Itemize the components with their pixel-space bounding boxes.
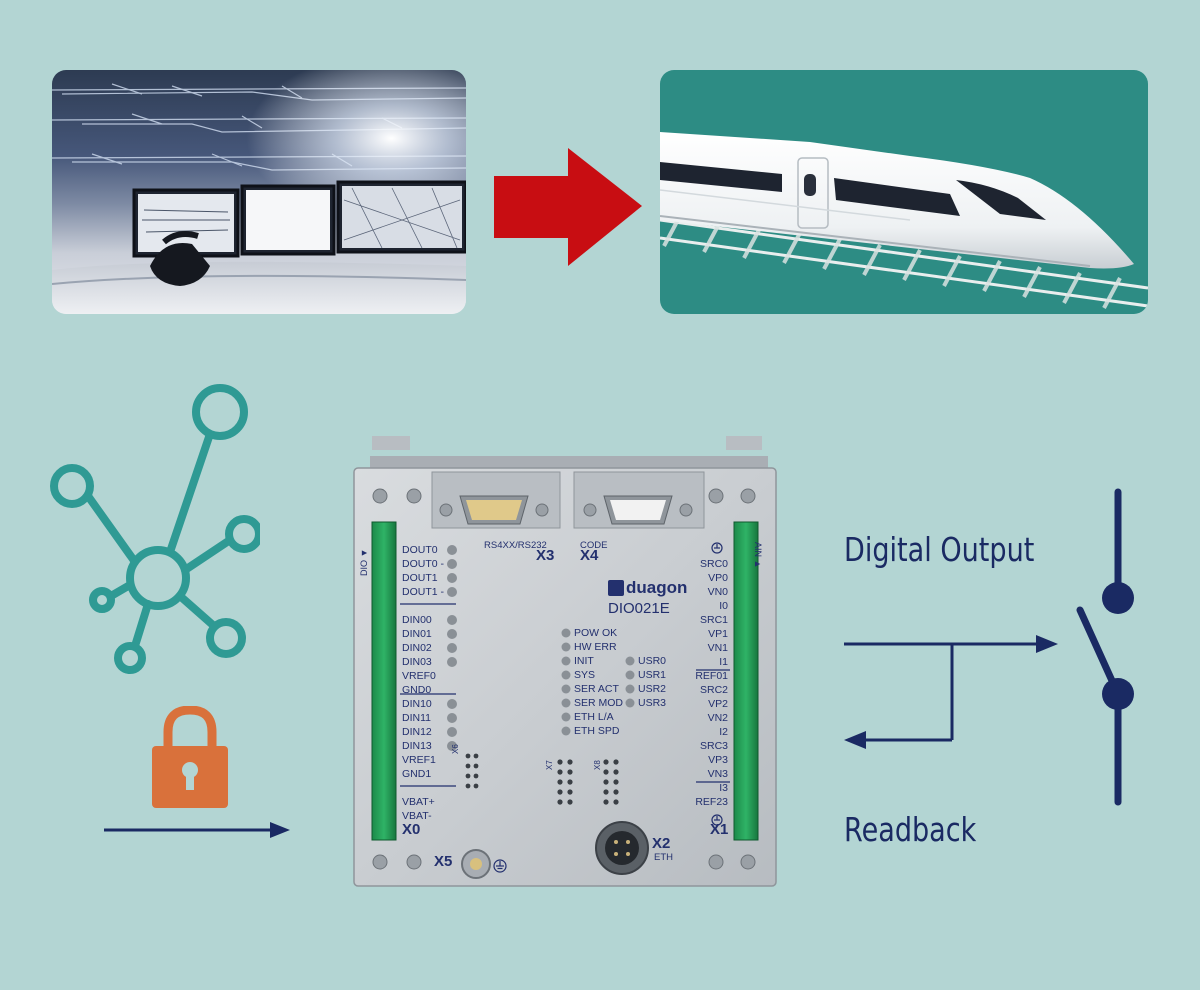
pin-label-i0: I0 [719,600,728,612]
led-label-eth-spd: ETH SPD [574,725,620,737]
dio021e-device: DOUT0 DOUT0 - DOUT1 DOUT1 - DIN00 DIN01 … [350,436,780,892]
pin-label-dout1: DOUT1 [402,572,438,584]
led-label-sys: SYS [574,669,596,681]
x6-label: X6 [451,744,460,754]
pin-label-din13: DIN13 [402,740,432,752]
pin-label-din03: DIN03 [402,656,432,668]
pin-label-src0: SRC0 [699,558,728,570]
led-label-hw-err: HW ERR [574,641,617,653]
x7-label: X7 [545,760,554,770]
pin-label-dout0: DOUT0 [402,544,438,556]
pin-label-din11: DIN11 [402,712,431,724]
input-arrow-icon [104,822,290,838]
pin-label-src2: SRC2 [699,684,728,696]
control-room-photo [52,70,466,314]
pin-label-vn2: VN2 [707,712,728,724]
pin-label-dout1-neg: DOUT1 - [402,586,444,598]
x0-label: X0 [402,821,421,838]
device-chassis [353,436,777,887]
pin-label-gnd1: GND1 [402,768,432,780]
ain-side-label: AIN ▲ [753,542,763,569]
pin-label-src1: SRC1 [699,614,728,626]
control-room-drawing [52,70,466,314]
pin-label-vn1: VN1 [707,642,728,654]
output-readback-arrows [844,635,1058,749]
digital-output-caption: Digital Output [844,530,1035,569]
pin-label-i1: I1 [719,656,728,668]
pin-label-vp1: VP1 [708,628,728,640]
readback-caption: Readback [844,810,977,849]
brand-logo: duagon [626,578,688,597]
led-label-usr3: USR3 [638,697,667,709]
x5-label: X5 [434,853,453,870]
pin-label-vbat-neg: VBAT- [402,810,432,822]
padlock-icon [152,706,228,808]
pin-label-din10: DIN10 [402,698,432,710]
pin-label-vp0: VP0 [708,572,728,584]
pin-label-vbat-pos: VBAT+ [402,796,435,808]
pin-label-gnd0: GND0 [402,684,432,696]
pin-label-i2: I2 [719,726,728,738]
model-label: DIO021E [608,600,670,617]
pin-label-din02: DIN02 [402,642,432,654]
pin-label-din12: DIN12 [402,726,432,738]
led-label-init: INIT [574,655,594,667]
x3-label: X3 [536,547,555,564]
train-photo [660,70,1148,314]
pin-label-ref01: REF01 [695,670,728,682]
pin-label-dout0-neg: DOUT0 - [402,558,444,570]
led-label-eth-la: ETH L/A [574,711,614,723]
x3-sub-label: RS4XX/RS232 [484,540,547,551]
pin-label-vref0: VREF0 [402,670,436,682]
x8-label: X8 [593,760,602,770]
dsub-x3 [439,495,549,525]
x4-label: X4 [580,547,599,564]
pin-label-vref1: VREF1 [402,754,436,766]
dio-side-label: DIO ▼ [359,548,369,576]
pin-label-src3: SRC3 [699,740,728,752]
pin-label-din01: DIN01 [402,628,432,640]
x2-sub-label: ETH [654,852,673,863]
led-label-pow-ok: POW OK [574,627,618,639]
pin-label-vp3: VP3 [708,754,728,766]
pin-label-vn3: VN3 [707,768,728,780]
pin-label-ref23: REF23 [695,796,728,808]
pin-label-i3: I3 [719,782,728,794]
switch-contact-icon [1076,488,1134,806]
led-label-usr1: USR1 [638,669,667,681]
x1-label: X1 [710,821,729,838]
train-drawing [660,132,1148,309]
x2-label: X2 [652,835,671,852]
led-label-usr0: USR0 [638,655,667,667]
network-hub-icon [50,384,260,674]
right-arrow-icon [494,148,642,266]
pin-label-vn0: VN0 [707,586,728,598]
x4-sub-label: CODE [580,540,608,551]
led-label-ser-act: SER ACT [574,683,619,695]
led-label-usr2: USR2 [638,683,667,695]
pin-label-vp2: VP2 [708,698,728,710]
led-label-ser-mod: SER MOD [574,697,624,709]
dsub-x4 [583,495,693,525]
pin-label-din00: DIN00 [402,614,432,626]
